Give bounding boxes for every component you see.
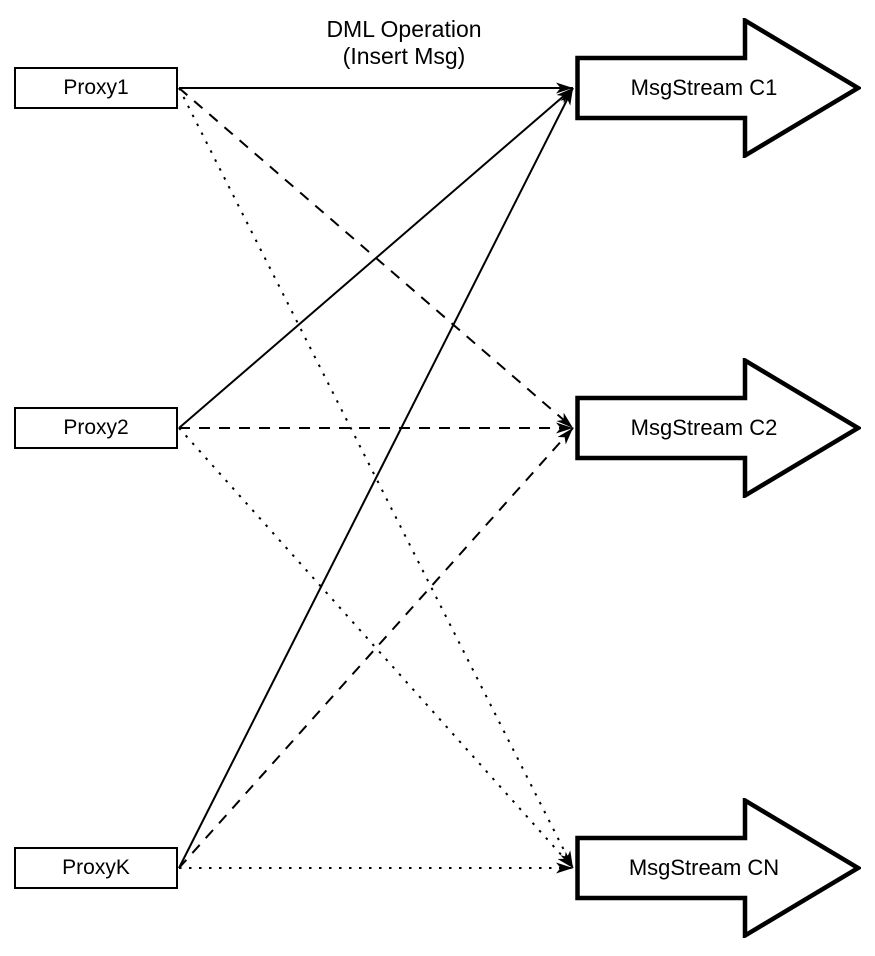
- proxy-node-2: Proxy2: [14, 407, 178, 449]
- msgstream-node-cn-label: MsgStream CN: [628, 855, 780, 880]
- msgstream-node-cn: MsgStream CN: [575, 798, 861, 938]
- annotation-line2: (Insert Msg): [342, 43, 466, 69]
- msgstream-node-c2: MsgStream C2: [575, 358, 861, 498]
- proxy-node-1: Proxy1: [14, 67, 178, 109]
- edge-p2-to-c1-solid: [178, 87, 574, 429]
- msgstream-arrow-shape-c2: [575, 358, 861, 498]
- annotation-line1: DML Operation: [326, 16, 482, 42]
- msgstream-arrow-shape-cn: [575, 798, 861, 938]
- edge-p2-to-cn-dotted: [178, 427, 574, 869]
- msgstream-arrow-shape-c1: [575, 18, 861, 158]
- proxy-node-k: ProxyK: [14, 847, 178, 889]
- edge-pk-to-c1-solid: [178, 87, 574, 869]
- proxy-node-k-label: ProxyK: [62, 856, 130, 879]
- msgstream-node-c2-label: MsgStream C2: [630, 415, 778, 440]
- msgstream-node-c1: MsgStream C1: [575, 18, 861, 158]
- msgstream-node-c1-label: MsgStream C1: [630, 75, 778, 100]
- proxy-node-1-label: Proxy1: [63, 76, 129, 99]
- proxy-node-2-label: Proxy2: [63, 416, 129, 439]
- edge-annotation: DML Operation (Insert Msg): [254, 16, 554, 70]
